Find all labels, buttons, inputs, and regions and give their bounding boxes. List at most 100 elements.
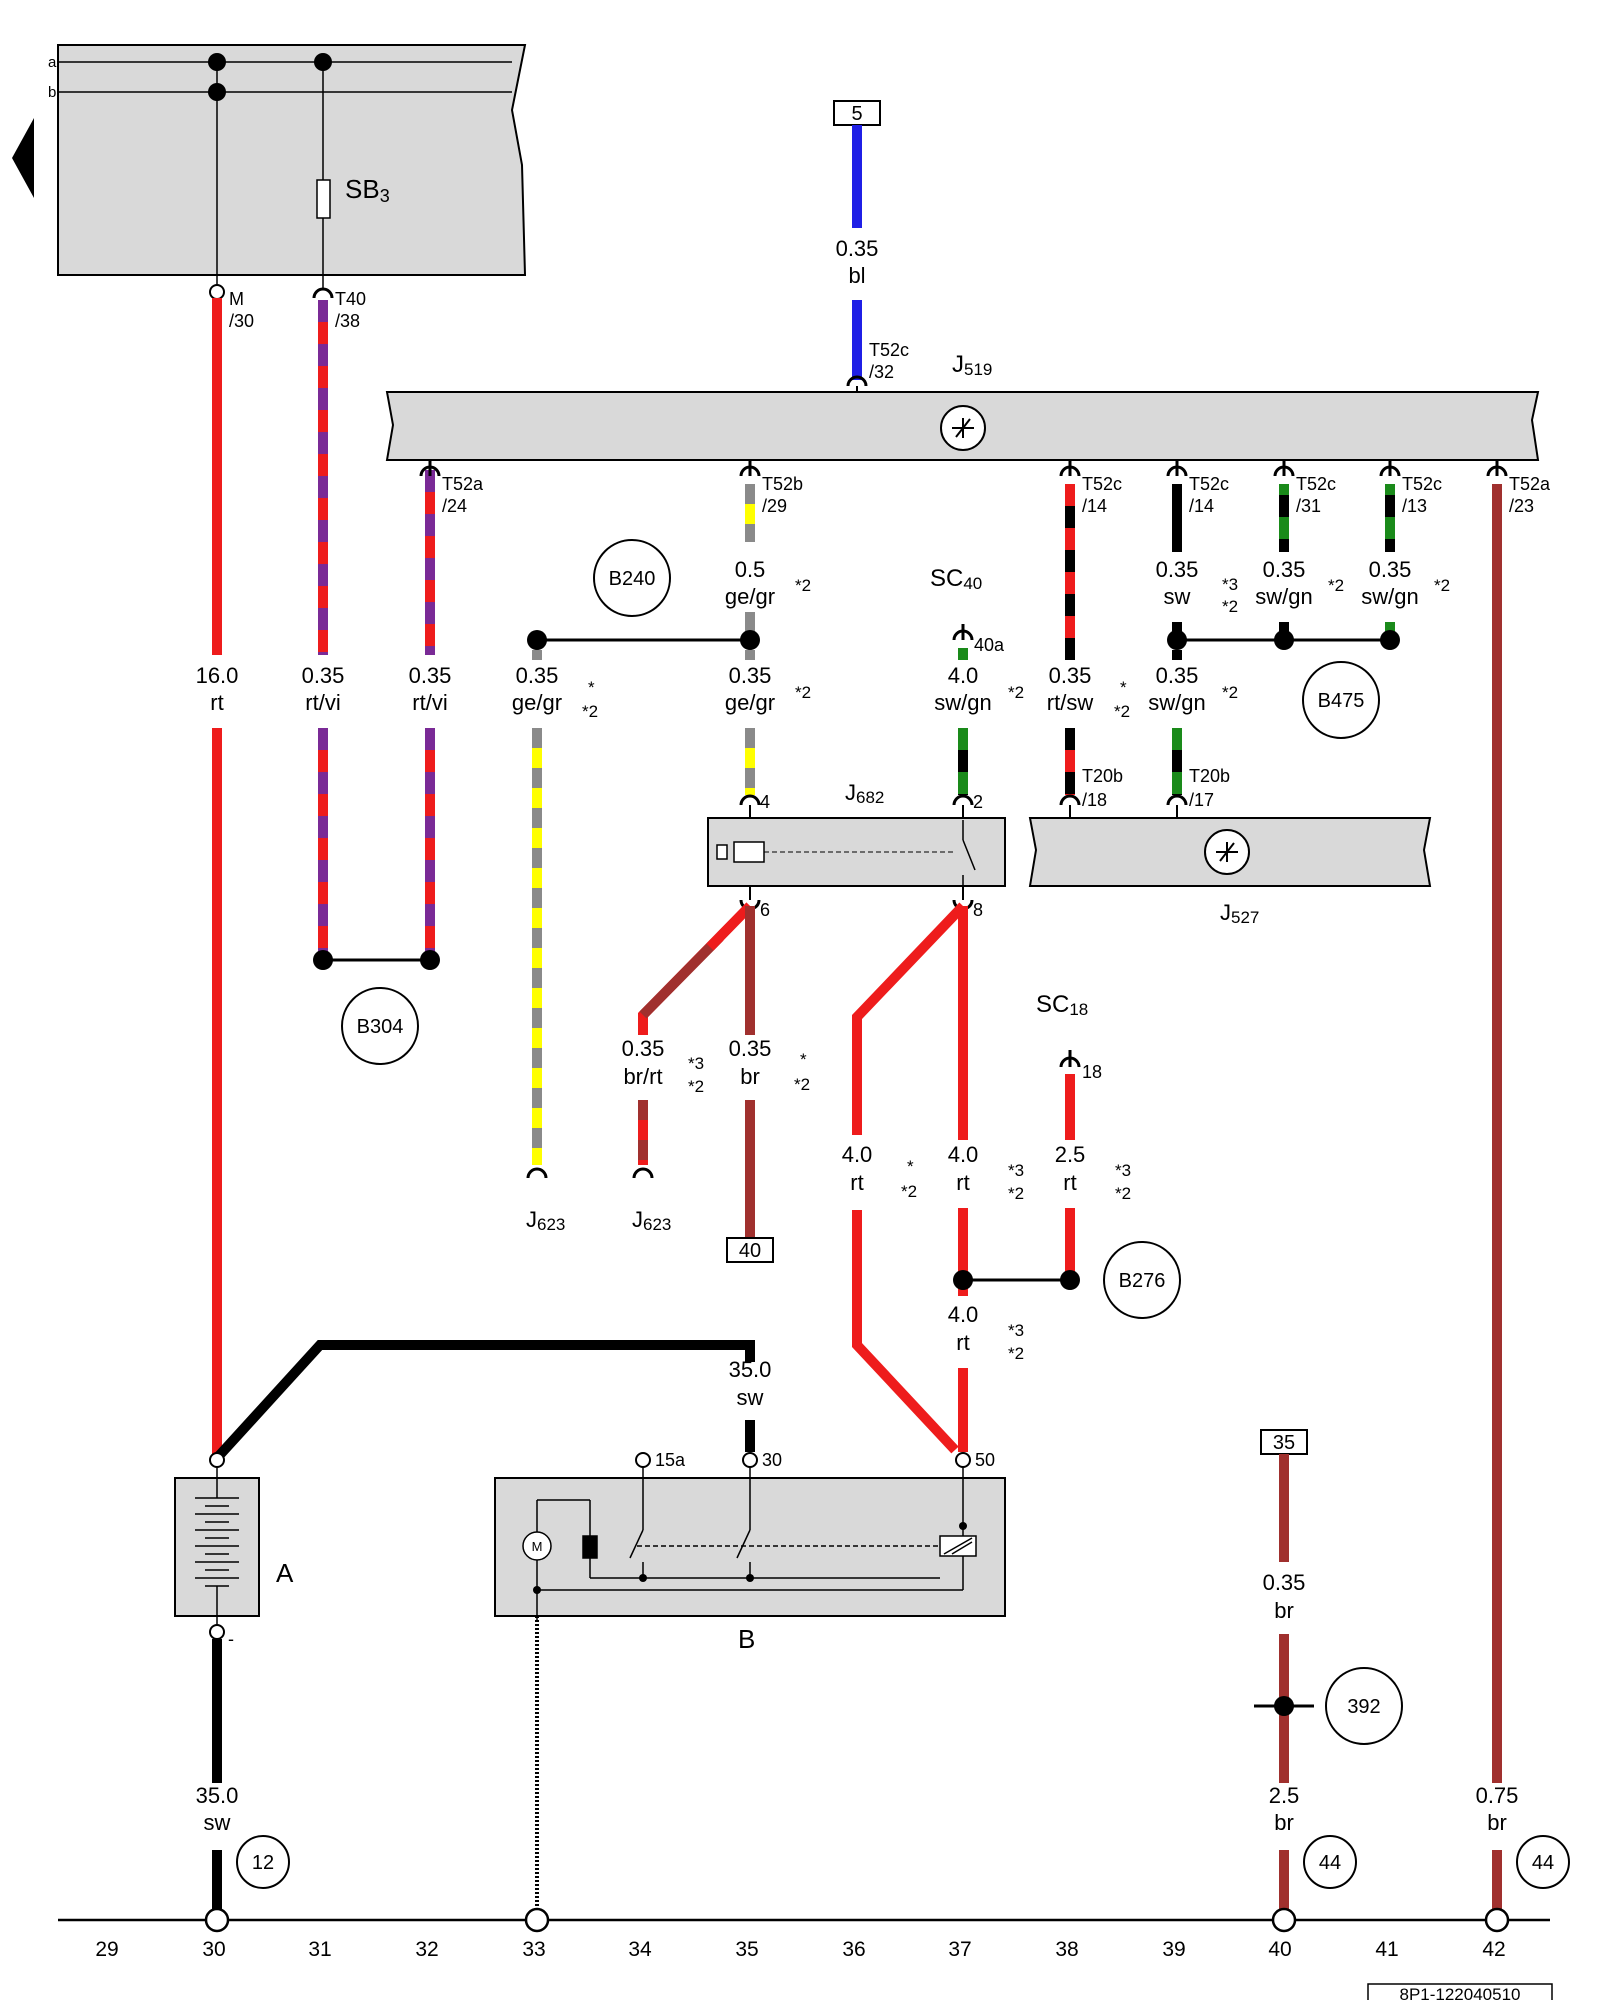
wire-br-035-b-color: br (1274, 1598, 1294, 1623)
column-30: 30 (202, 1938, 225, 1961)
wire-sw-battery-color: sw (204, 1810, 231, 1835)
ground-point-44-a-label: 44 (1319, 1852, 1341, 1874)
note-15b: *2 (1008, 1344, 1024, 1363)
fuse-sb3 (316, 179, 331, 219)
note-2a: *3 (1222, 575, 1238, 594)
connector-t52b29-pin-label: /29 (762, 496, 787, 516)
wire-rtvi-31-color: rt/vi (305, 690, 340, 715)
note-9: *2 (1222, 683, 1238, 702)
j519-lower-connectors (419, 460, 1508, 477)
wire-rt-4b-color: rt (956, 1170, 969, 1195)
column-36: 36 (842, 1938, 865, 1961)
wire-sw-battery-size: 35.0 (196, 1783, 239, 1808)
wire-gegr-j682-color: ge/gr (725, 690, 775, 715)
column-31: 31 (308, 1938, 331, 1961)
note-10b: *2 (688, 1077, 704, 1096)
wire-gegr-j623-size: 0.35 (516, 663, 559, 688)
note-10a: *3 (688, 1054, 704, 1073)
connector-t52c14b-pin-label: /14 (1189, 496, 1214, 516)
document-code: 8P1-122040510 (1399, 1985, 1520, 2000)
connector-40a-label: 40a (974, 635, 1005, 655)
ground-point-b475 (1302, 661, 1380, 739)
wire-bl-size: 0.35 (836, 236, 879, 261)
control-unit-j527-label: J527 (1220, 900, 1259, 927)
connector-t20b18-label: T20b (1082, 766, 1123, 786)
wire-bl-color: bl (848, 263, 865, 288)
connector-t52c32-pin-label: /32 (869, 362, 894, 382)
connector-t52b29-label: T52b (762, 474, 803, 494)
battery-minus-label: - (228, 1629, 234, 1649)
wire-br-075-color: br (1487, 1810, 1507, 1835)
note-15a: *3 (1008, 1321, 1024, 1340)
note-13b: *2 (1008, 1184, 1024, 1203)
wire-gegr-j682-size: 0.35 (729, 663, 772, 688)
wire-gegr-05-size: 0.5 (735, 557, 766, 582)
connector-t52a23-label: T52a (1509, 474, 1551, 494)
column-39: 39 (1162, 1938, 1185, 1961)
ground-point-b240-label: B240 (609, 568, 656, 590)
j623-b-label: J623 (632, 1207, 671, 1234)
wire-gegr-05-color: ge/gr (725, 584, 775, 609)
fuse-panel (57, 44, 527, 276)
column-35: 35 (735, 1938, 758, 1961)
j682-pin-2-label: 2 (973, 792, 983, 812)
wire-brrt-color: br/rt (623, 1064, 662, 1089)
column-32: 32 (415, 1938, 438, 1961)
j623-a-label: J623 (526, 1207, 565, 1234)
connector-t20b17-pin-label: /17 (1189, 790, 1214, 810)
column-numbers: 29 30 31 32 33 34 35 36 37 38 39 40 41 4… (95, 1938, 1505, 1961)
ref-box-5-label: 5 (851, 103, 862, 125)
wire-swgn-4-size: 4.0 (948, 663, 979, 688)
column-40: 40 (1268, 1938, 1291, 1961)
wire-brrt-size: 0.35 (622, 1036, 665, 1061)
ground-point-392 (1325, 1667, 1403, 1745)
wire-swgn-17-color: sw/gn (1148, 690, 1205, 715)
fuse-sc40-label: SC40 (930, 565, 982, 593)
battery-a-label: A (276, 1558, 294, 1588)
ground-point-b304-label: B304 (357, 1016, 404, 1038)
ground-point-b276-label: B276 (1119, 1270, 1166, 1292)
wire-rt-4b-size: 4.0 (948, 1142, 979, 1167)
ref-box-40 (726, 1237, 774, 1263)
connector-m30-label: /30 (229, 311, 254, 331)
column-38: 38 (1055, 1938, 1078, 1961)
ground-point-44-b (1516, 1835, 1570, 1889)
note-8a: * (1120, 678, 1127, 697)
note-13a: *3 (1008, 1161, 1024, 1180)
wire-rt-4a-size: 4.0 (842, 1142, 873, 1167)
note-5a: * (588, 678, 595, 697)
wire-br-25-color: br (1274, 1810, 1294, 1835)
bus-line-a-label: a (48, 54, 57, 71)
connector-t20b17-label: T20b (1189, 766, 1230, 786)
wire-sw-color: sw (1164, 584, 1191, 609)
ground-point-12 (236, 1835, 290, 1889)
page-link-arrow-left[interactable] (12, 118, 34, 198)
wire-rt-4c-size: 4.0 (948, 1302, 979, 1327)
connector-t20b18-pin-label: /18 (1082, 790, 1107, 810)
wire-rtsw-color: rt/sw (1047, 690, 1094, 715)
fuse-sc18-label: SC18 (1036, 991, 1088, 1019)
ground-point-b304 (341, 987, 419, 1065)
connector-t52c13-pin-label: /13 (1402, 496, 1427, 516)
wire-swgn-17-size: 0.35 (1156, 663, 1199, 688)
wire-16-rt-size: 16.0 (196, 663, 239, 688)
wire-rt-4c-color: rt (956, 1330, 969, 1355)
wire-swgn-31-color: sw/gn (1255, 584, 1312, 609)
note-5b: *2 (582, 702, 598, 721)
ground-point-b475-label: B475 (1318, 690, 1365, 712)
wire-rt-4a-color: rt (850, 1170, 863, 1195)
wire-swgn-13-size: 0.35 (1369, 557, 1412, 582)
wire-swgn-13-color: sw/gn (1361, 584, 1418, 609)
fuse-label: SB3 (345, 174, 390, 206)
wire-br-035-b-size: 0.35 (1263, 1570, 1306, 1595)
relay-j682-label: J682 (845, 780, 884, 807)
wire-rtvi-32-color: rt/vi (412, 690, 447, 715)
j682-pin-6-label: 6 (760, 900, 770, 920)
ground-point-b240 (593, 539, 671, 617)
connector-t52c31-pin-label: /31 (1296, 496, 1321, 516)
connector-18-label: 18 (1082, 1062, 1102, 1082)
wire-gegr-j623-color: ge/gr (512, 690, 562, 715)
note-6: *2 (795, 683, 811, 702)
note-14b: *2 (1115, 1184, 1131, 1203)
starter-internal-circuit (522, 1467, 977, 1620)
